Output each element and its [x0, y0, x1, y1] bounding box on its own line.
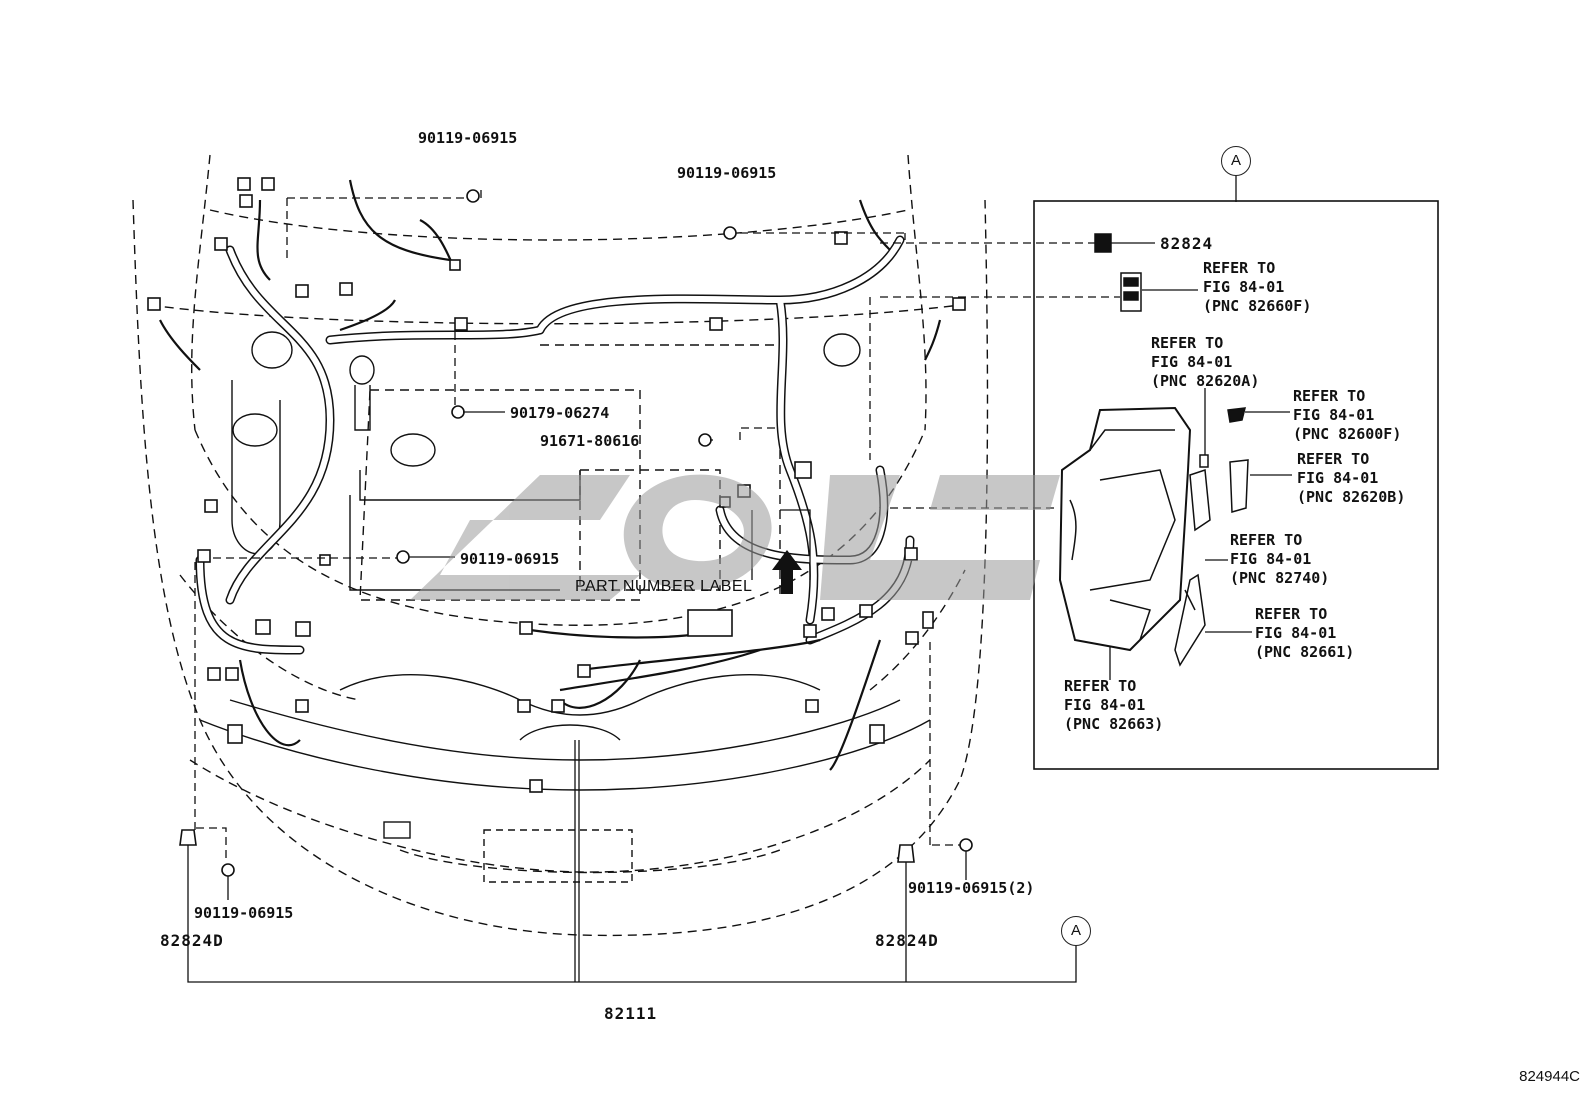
refer-line-2: FIG 84-01 [1203, 278, 1285, 296]
refer-line-2: FIG 84-01 [1255, 624, 1337, 642]
engine-bay-lines [199, 331, 931, 883]
part-number-arrow [772, 550, 802, 594]
bolt-label-top-left: 90119-06915 [418, 129, 518, 147]
refer-block-82740: REFER TO FIG 84-01 (PNC 82740) [1230, 531, 1329, 588]
bolt-label-top-center: 90119-06915 [677, 164, 777, 182]
bolt-label-mid-left: 90119-06915 [460, 550, 560, 568]
refer-block-82620b: REFER TO FIG 84-01 (PNC 82620B) [1297, 450, 1405, 507]
refer-line-1: REFER TO [1293, 387, 1366, 405]
detail-relay-block [1058, 233, 1249, 667]
bolt-label-bottom-left: 90119-06915 [194, 904, 294, 922]
refer-line-2: FIG 84-01 [1230, 550, 1312, 568]
refer-block-82600f: REFER TO FIG 84-01 (PNC 82600F) [1293, 387, 1401, 444]
refer-line-3: (PNC 82740) [1230, 569, 1330, 587]
refer-line-3: (PNC 82663) [1064, 715, 1164, 733]
part-number-label-text: PART NUMBER LABEL [575, 578, 753, 595]
refer-line-3: (PNC 82620B) [1297, 488, 1406, 506]
refer-block-82620a: REFER TO FIG 84-01 (PNC 82620A) [1151, 334, 1259, 391]
refer-line-1: REFER TO [1230, 531, 1303, 549]
refer-line-3: (PNC 82660F) [1203, 297, 1312, 315]
refer-line-3: (PNC 82600F) [1293, 425, 1402, 443]
harness-label-main: 82111 [604, 1004, 658, 1023]
refer-block-82661: REFER TO FIG 84-01 (PNC 82661) [1255, 605, 1354, 662]
connectors [147, 177, 966, 793]
refer-line-1: REFER TO [1255, 605, 1328, 623]
refer-line-1: REFER TO [1203, 259, 1276, 277]
bolt-label-center: 91671-80616 [540, 432, 640, 450]
refer-line-2: FIG 84-01 [1151, 353, 1233, 371]
refer-line-1: REFER TO [1151, 334, 1224, 352]
callout-a-bottom: A [1061, 916, 1091, 946]
refer-line-2: FIG 84-01 [1293, 406, 1375, 424]
fasteners [179, 189, 973, 877]
refer-line-1: REFER TO [1297, 450, 1370, 468]
refer-line-2: FIG 84-01 [1297, 469, 1379, 487]
bolt-label-bottom-right: 90119-06915(2) [908, 879, 1035, 897]
refer-block-82660f: REFER TO FIG 84-01 (PNC 82660F) [1203, 259, 1311, 316]
refer-block-82663: REFER TO FIG 84-01 (PNC 82663) [1064, 677, 1163, 734]
bracket-label-left: 82824D [160, 931, 224, 950]
callout-a-top: A [1221, 146, 1251, 176]
relay-label-top: 82824 [1160, 234, 1214, 253]
bracket-label-right: 82824D [875, 931, 939, 950]
watermark-logo [410, 474, 1060, 600]
clip-label-center: 90179-06274 [510, 404, 610, 422]
refer-line-3: (PNC 82661) [1255, 643, 1355, 661]
refer-line-2: FIG 84-01 [1064, 696, 1146, 714]
leader-lines-solid [187, 172, 1292, 983]
refer-line-3: (PNC 82620A) [1151, 372, 1260, 390]
refer-line-1: REFER TO [1064, 677, 1137, 695]
diagram-code: 824944C [1519, 1068, 1580, 1085]
